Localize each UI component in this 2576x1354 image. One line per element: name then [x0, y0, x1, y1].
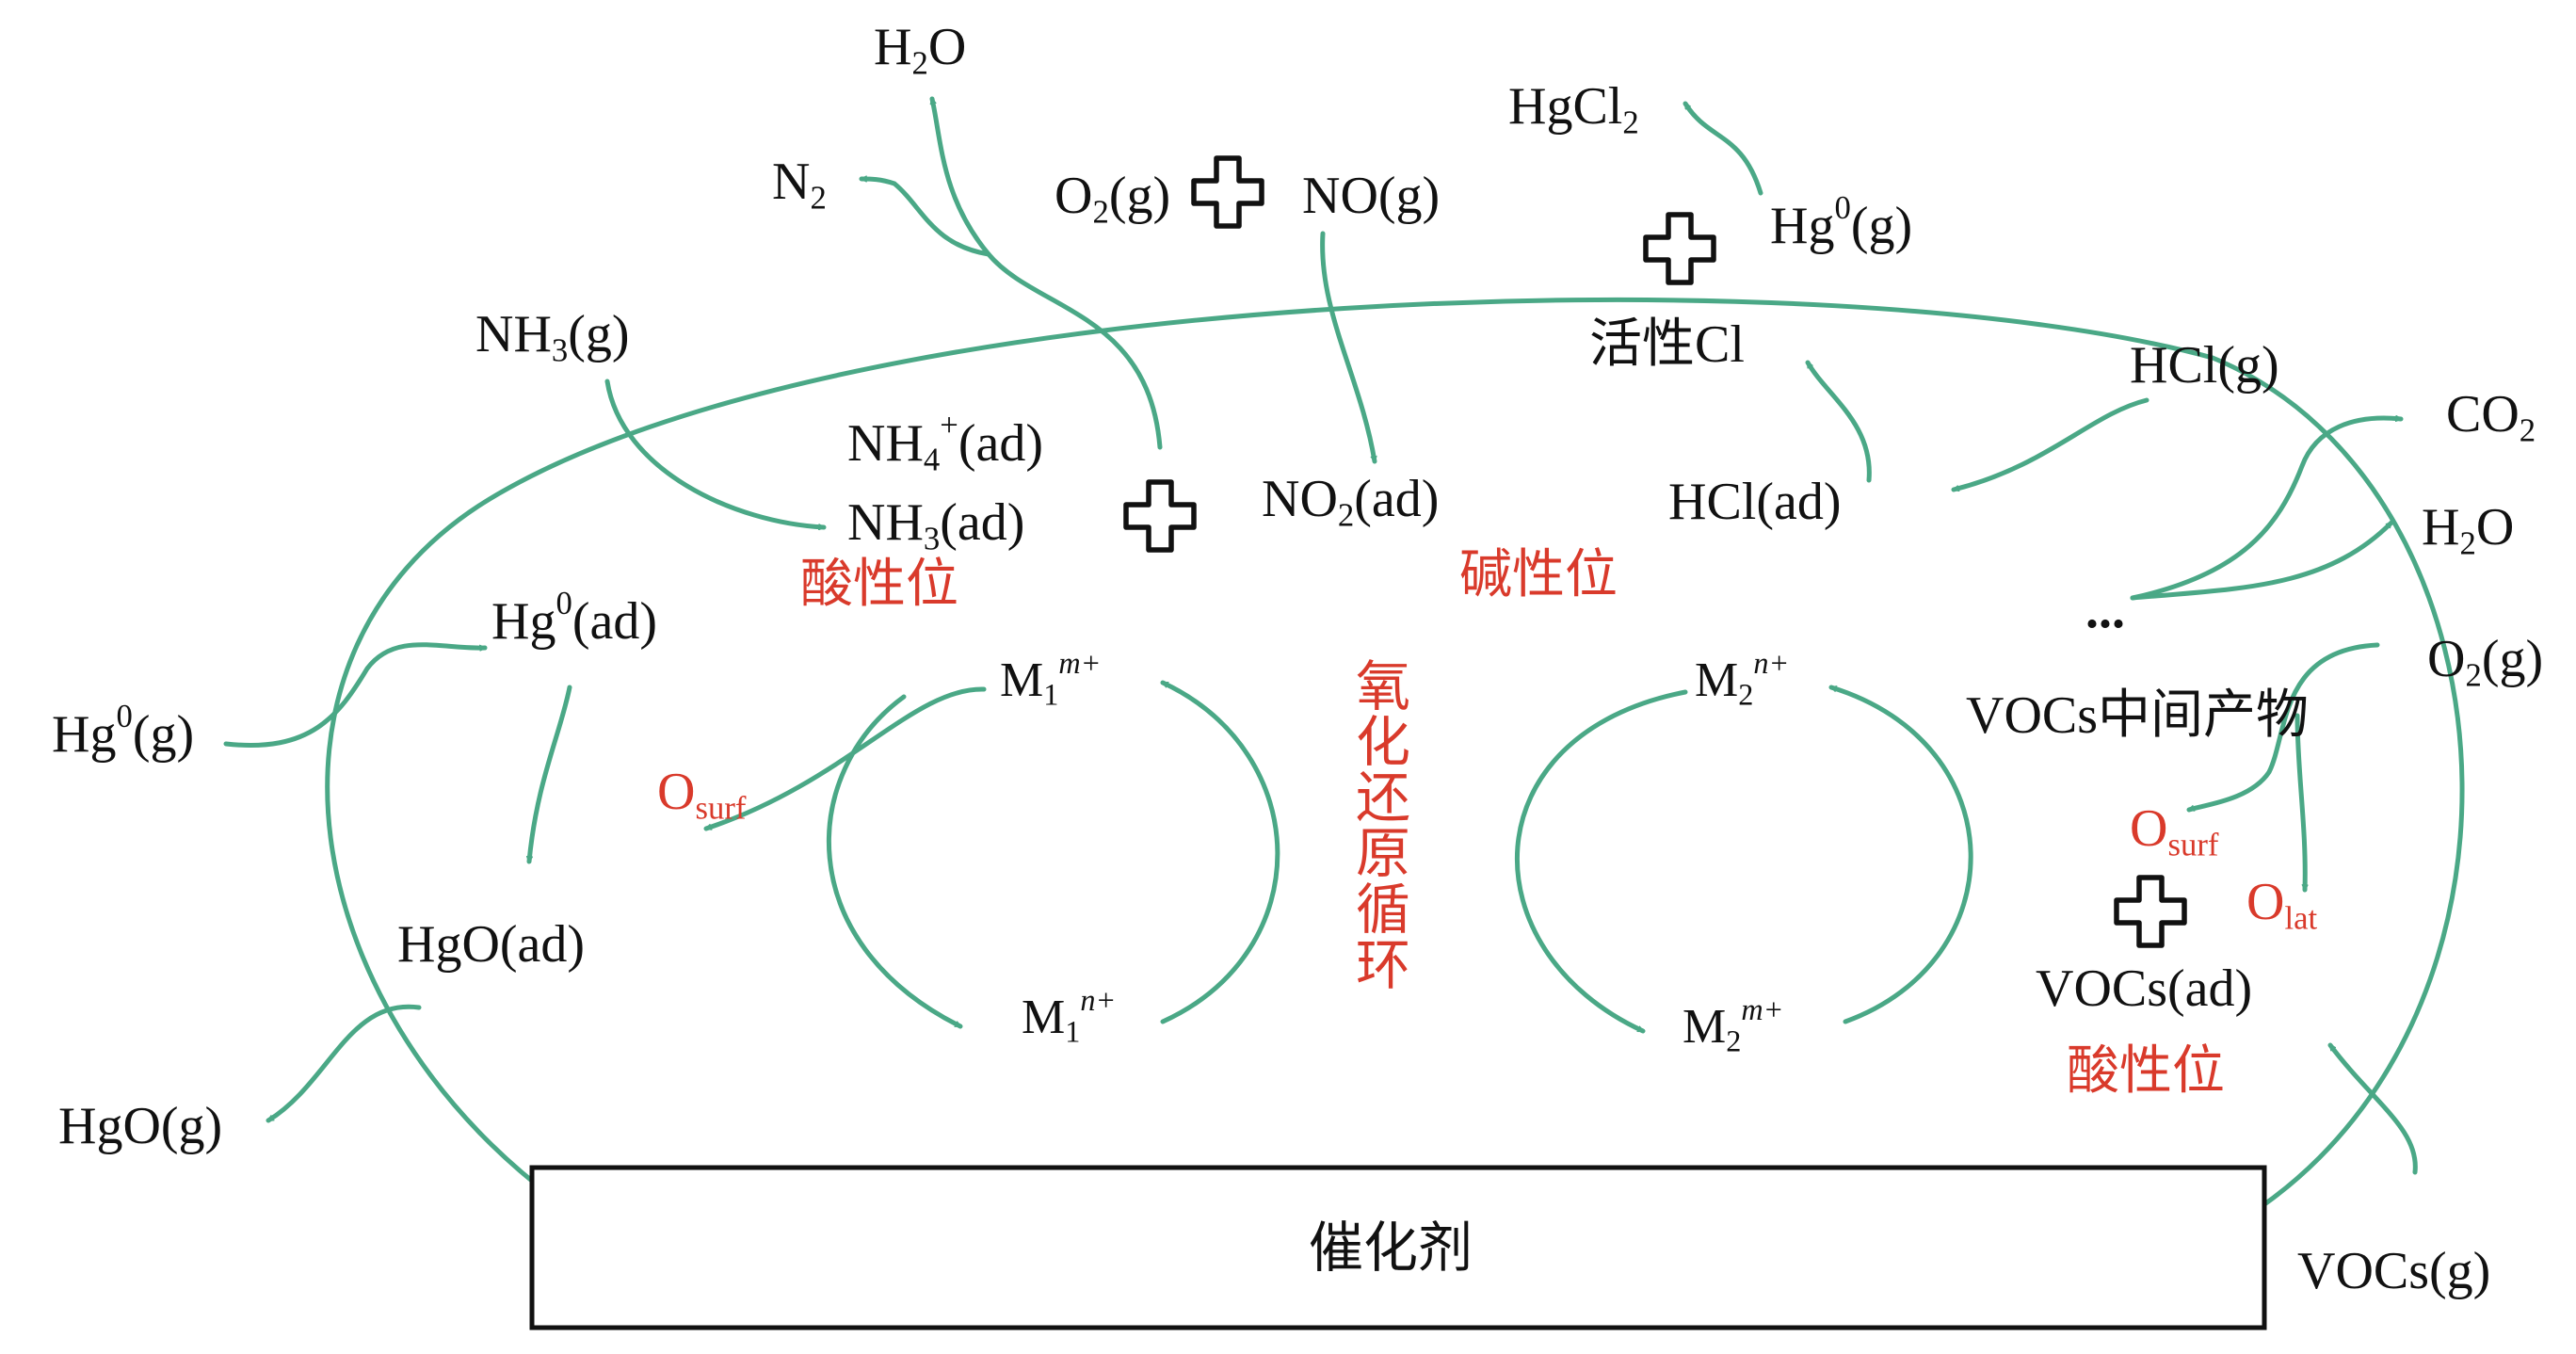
arrow-to-h2o-right: [2130, 520, 2394, 601]
hgcl2-label: HgCl2: [1508, 77, 1639, 141]
arrow-hcl-adsorption: [1951, 397, 2149, 492]
acid-site-left-label: 酸性位: [800, 554, 958, 615]
plus-icon-hg-cl: [1643, 212, 1716, 285]
plus-icon-nh3-no2: [1123, 479, 1197, 553]
nh4-adsorbed-label: NH4+(ad): [847, 406, 1043, 478]
m2-oxidized-label: M2n+: [1695, 645, 1790, 712]
m1-reduced-label: M1n+: [1022, 982, 1117, 1049]
arrow-hg-to-hgcl2: [1682, 101, 1763, 196]
arrow-m2-reoxidation: [1828, 685, 1973, 1024]
no-gas-label: NO(g): [1302, 167, 1441, 225]
arrow-to-n2: [859, 179, 991, 257]
h2o-top-label: H2O: [874, 18, 967, 82]
hg0-gas-label: Hg0(g): [52, 697, 195, 764]
o2-gas-right-label: O2(g): [2427, 630, 2544, 694]
redox-char: 还: [1356, 766, 1411, 830]
arrow-hg0-adsorption: [223, 642, 488, 748]
h2o-right-label: H2O: [2422, 498, 2515, 562]
arrow-o2-to-osurf: [2186, 642, 2380, 813]
hgo-gas-label: HgO(g): [58, 1097, 223, 1155]
arrow-hg0-to-hgo: [529, 685, 572, 864]
arrow-m1-reduction: [827, 694, 963, 1029]
plus-icon-o2-no: [1191, 155, 1264, 229]
redox-char: 原: [1356, 821, 1411, 886]
ellipsis-label: ...: [2085, 581, 2125, 639]
arrow-to-co2: [2130, 418, 2404, 601]
nh3-adsorbed-label: NH3(ad): [847, 493, 1025, 557]
surface-boundary-curve: [325, 297, 2465, 1244]
hcl-adsorbed-label: HCl(ad): [1668, 473, 1842, 531]
redox-char: 环: [1356, 932, 1411, 997]
o2-gas-label: O2(g): [1055, 167, 1171, 231]
redox-char: 化: [1356, 710, 1411, 775]
catalyst-label: 催化剂: [1309, 1216, 1473, 1280]
arrow-m1-to-osurf: [703, 686, 987, 831]
active-cl-label: 活性Cl: [1589, 314, 1745, 375]
o-surf-left-label: Osurf: [657, 763, 747, 827]
arrow-no-to-no2: [1320, 231, 1375, 464]
arrow-hgo-desorption: [266, 1004, 422, 1123]
catalyst-box: [529, 1165, 2267, 1330]
hgo-adsorbed-label: HgO(ad): [397, 915, 586, 974]
arrow-m1-reoxidation: [1160, 680, 1280, 1024]
vocs-adsorbed-label: VOCs(ad): [2036, 959, 2253, 1018]
m1-oxidized-label: M1m+: [1000, 645, 1102, 712]
co2-label: CO2: [2446, 385, 2536, 449]
hg0-gas-right-label: Hg0(g): [1770, 188, 1913, 255]
redox-cycle-label: 氧 化 还 原 循 环: [1356, 654, 1411, 997]
no2-adsorbed-label: NO2(ad): [1262, 470, 1440, 534]
basic-site-label: 碱性位: [1459, 544, 1618, 605]
plus-icon-o-vocs: [2114, 875, 2187, 948]
hcl-gas-label: HCl(g): [2130, 336, 2279, 395]
arrow-vocs-adsorption: [2327, 1042, 2418, 1175]
m2-reduced-label: M2m+: [1682, 991, 1784, 1058]
arrow-hcl-ad-to-active-cl: [1805, 360, 1872, 483]
arrow-o2-to-olat: [2294, 713, 2305, 893]
redox-char: 循: [1356, 877, 1411, 942]
nh3-gas-label: NH3(g): [475, 305, 630, 369]
arrow-to-h2o-top: [929, 96, 1163, 450]
o-lat-label: Olat: [2246, 873, 2318, 937]
vocs-gas-label: VOCs(g): [2297, 1242, 2491, 1300]
o-surf-right-label: Osurf: [2130, 799, 2219, 863]
vocs-intermediate-label: VOCs中间产物: [1966, 685, 2310, 746]
n2-label: N2: [772, 153, 827, 217]
arrow-nh3-adsorption: [604, 379, 827, 527]
redox-char: 氧: [1356, 654, 1411, 718]
acid-site-right-label: 酸性位: [2067, 1040, 2225, 1102]
hg0-adsorbed-label: Hg0(ad): [491, 584, 657, 651]
arrow-m2-reduction: [1514, 689, 1688, 1034]
